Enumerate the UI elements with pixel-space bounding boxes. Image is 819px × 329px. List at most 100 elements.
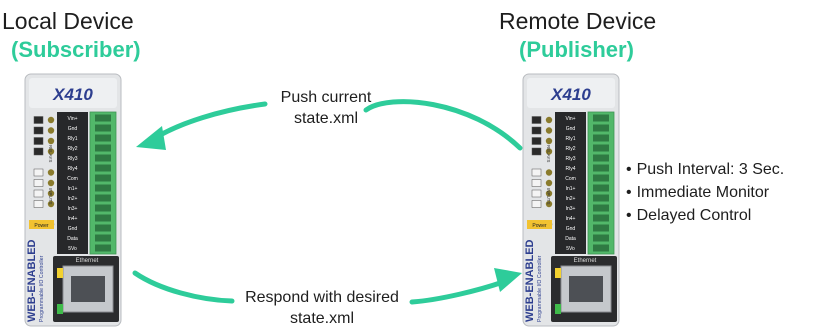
relays-label: RELAYS (546, 145, 551, 162)
terminal-screw (95, 134, 111, 142)
relays-label: RELAYS (48, 145, 53, 162)
terminal-screw (593, 194, 609, 202)
relay-indicator (531, 116, 542, 124)
terminal-label: Rly1 (565, 136, 575, 142)
status-led (545, 127, 553, 134)
status-led (47, 169, 55, 176)
terminal-label: Com (565, 176, 576, 182)
terminal-screw (593, 174, 609, 182)
terminal-screw (593, 244, 609, 252)
terminal-screw (95, 154, 111, 162)
input-indicator (531, 168, 542, 177)
terminal-screw (95, 124, 111, 132)
terminal-screw (593, 154, 609, 162)
terminal-label: 5Vo (566, 246, 575, 252)
terminal-screw (95, 214, 111, 222)
terminal-label: Vin+ (67, 116, 77, 122)
respond-arrowhead (494, 268, 522, 292)
relay-indicator (33, 137, 44, 145)
terminal-label: In4+ (68, 216, 78, 222)
terminal-screw (593, 204, 609, 212)
push-caption-line-1: Push current (280, 89, 372, 106)
setting-delayed-control: Delayed Control (626, 204, 784, 227)
device-body: X410 Vin+GndRly1Rly2Rly3Rly4ComIn1+In2+I… (24, 73, 122, 327)
inputs-label: INPUTS (546, 188, 551, 205)
terminal-label: Gnd (566, 126, 576, 132)
push-arrowhead (136, 126, 166, 150)
status-led (545, 137, 553, 145)
terminal-screw (593, 144, 609, 152)
remote-device-image: X410 Vin+GndRly1Rly2Rly3Rly4ComIn1+In2+I… (522, 73, 620, 327)
ethernet-label: Ethernet (574, 258, 597, 264)
terminal-label: Rly3 (67, 156, 77, 162)
terminal-screw (593, 124, 609, 132)
terminal-screw (593, 234, 609, 242)
input-indicator (531, 189, 542, 198)
local-device-title: Local Device (2, 8, 134, 34)
terminal-screw (95, 184, 111, 192)
local-device-role: (Subscriber) (11, 37, 141, 62)
terminal-label: 5Vo (68, 246, 77, 252)
device-body: X410 Vin+GndRly1Rly2Rly3Rly4ComIn1+In2+I… (522, 73, 620, 327)
terminal-label: Vin+ (565, 116, 575, 122)
status-led (545, 179, 553, 187)
input-indicator (531, 200, 542, 208)
terminal-screw (95, 224, 111, 232)
brand-logo: X410 (550, 85, 591, 104)
terminal-label: Rly4 (565, 166, 575, 172)
terminal-label: Data (565, 236, 576, 242)
input-indicator (531, 179, 542, 187)
terminal-screw (95, 194, 111, 202)
terminal-label: Rly4 (67, 166, 77, 172)
respond-caption-line-2: state.xml (289, 310, 354, 327)
ethernet-label: Ethernet (76, 258, 99, 264)
terminal-screw (593, 114, 609, 122)
side-title: WEB-ENABLED (26, 239, 38, 322)
respond-caption: Respond with desired state.xml (232, 287, 412, 329)
terminal-label: In1+ (566, 186, 576, 192)
terminal-label: In3+ (566, 206, 576, 212)
terminal-label: In3+ (68, 206, 78, 212)
publisher-settings-list: Push Interval: 3 Sec. Immediate Monitor … (626, 158, 785, 227)
terminal-label: In2+ (68, 196, 78, 202)
relay-indicator (531, 147, 542, 156)
relay-indicator (531, 137, 542, 145)
brand-logo: X410 (52, 85, 93, 104)
relay-indicator (33, 116, 44, 124)
remote-device-role: (Publisher) (519, 37, 634, 62)
terminal-label: Rly2 (67, 146, 77, 152)
terminal-screw (593, 214, 609, 222)
terminal-screw (95, 204, 111, 212)
terminal-label: Rly3 (565, 156, 575, 162)
status-led (47, 190, 55, 197)
push-arrow-tail (152, 101, 268, 141)
terminal-label: Rly1 (67, 136, 77, 142)
status-led (545, 190, 553, 197)
terminal-screw (95, 234, 111, 242)
respond-arrow-tail (409, 279, 506, 305)
terminal-screw (95, 114, 111, 122)
respond-arrow (132, 270, 235, 304)
terminal-label: Gnd (566, 226, 576, 232)
setting-push-interval: Push Interval: 3 Sec. (626, 158, 785, 181)
power-label: Power (34, 223, 49, 229)
input-indicator (33, 200, 44, 208)
push-arrow (363, 99, 523, 151)
relay-indicator (531, 126, 542, 135)
inputs-label: INPUTS (48, 188, 53, 205)
status-led (545, 116, 553, 124)
status-led (47, 148, 55, 155)
input-indicator (33, 189, 44, 198)
input-indicator (33, 179, 44, 187)
terminal-screw (95, 244, 111, 252)
terminal-label: In2+ (566, 196, 576, 202)
status-led (47, 179, 55, 187)
terminal-screw (593, 134, 609, 142)
input-indicator (33, 168, 44, 177)
side-subtitle: Programmable I/O Controller (39, 255, 45, 322)
respond-caption-line-1: Respond with desired (245, 289, 399, 306)
push-caption-line-2: state.xml (293, 110, 358, 127)
terminal-label: Data (67, 236, 78, 242)
side-subtitle: Programmable I/O Controller (537, 255, 543, 322)
